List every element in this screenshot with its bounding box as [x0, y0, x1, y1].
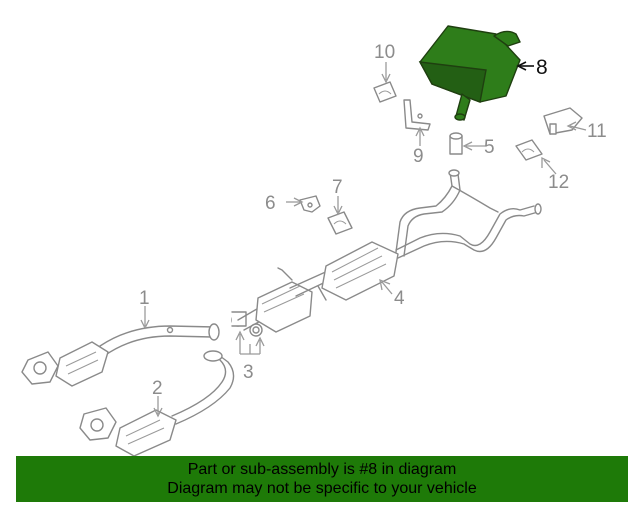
part-12-insulator[interactable]	[515, 139, 543, 161]
intermediate-pipe-assembly[interactable]	[237, 267, 335, 333]
banner-line-1: Part or sub-assembly is #8 in diagram	[187, 461, 457, 478]
callout-1: 1	[139, 288, 150, 309]
part-11-bracket[interactable]	[543, 107, 583, 135]
part-8-rear-muffler[interactable]	[418, 25, 521, 121]
exhaust-diagram: 1 2 3 4 5 6 7 8 9 10 11 12	[21, 25, 607, 456]
callout-7: 7	[332, 177, 343, 198]
banner-line-2: Diagram may not be specific to your vehi…	[167, 480, 477, 497]
leader-lines	[140, 61, 587, 418]
part-6-bracket[interactable]	[299, 195, 321, 213]
part-1-front-pipe[interactable]	[21, 323, 220, 387]
callout-8: 8	[536, 56, 548, 79]
part-4-center-muffler[interactable]	[321, 169, 542, 301]
callout-5: 5	[484, 137, 495, 158]
callout-11: 11	[587, 121, 607, 142]
part-2-front-pipe[interactable]	[79, 350, 235, 456]
callout-10: 10	[374, 42, 395, 63]
part-7-insulator[interactable]	[327, 211, 353, 235]
callout-4: 4	[394, 288, 405, 309]
callout-6: 6	[265, 193, 276, 214]
callout-12: 12	[548, 172, 569, 193]
info-banner: Part or sub-assembly is #8 in diagram Di…	[16, 456, 628, 502]
callout-2: 2	[152, 378, 163, 399]
part-10-insulator[interactable]	[373, 81, 397, 103]
callout-9: 9	[413, 146, 424, 167]
part-5-connector-pipe[interactable]	[449, 132, 463, 155]
part-9-bracket[interactable]	[403, 99, 431, 131]
callout-3: 3	[243, 362, 254, 383]
